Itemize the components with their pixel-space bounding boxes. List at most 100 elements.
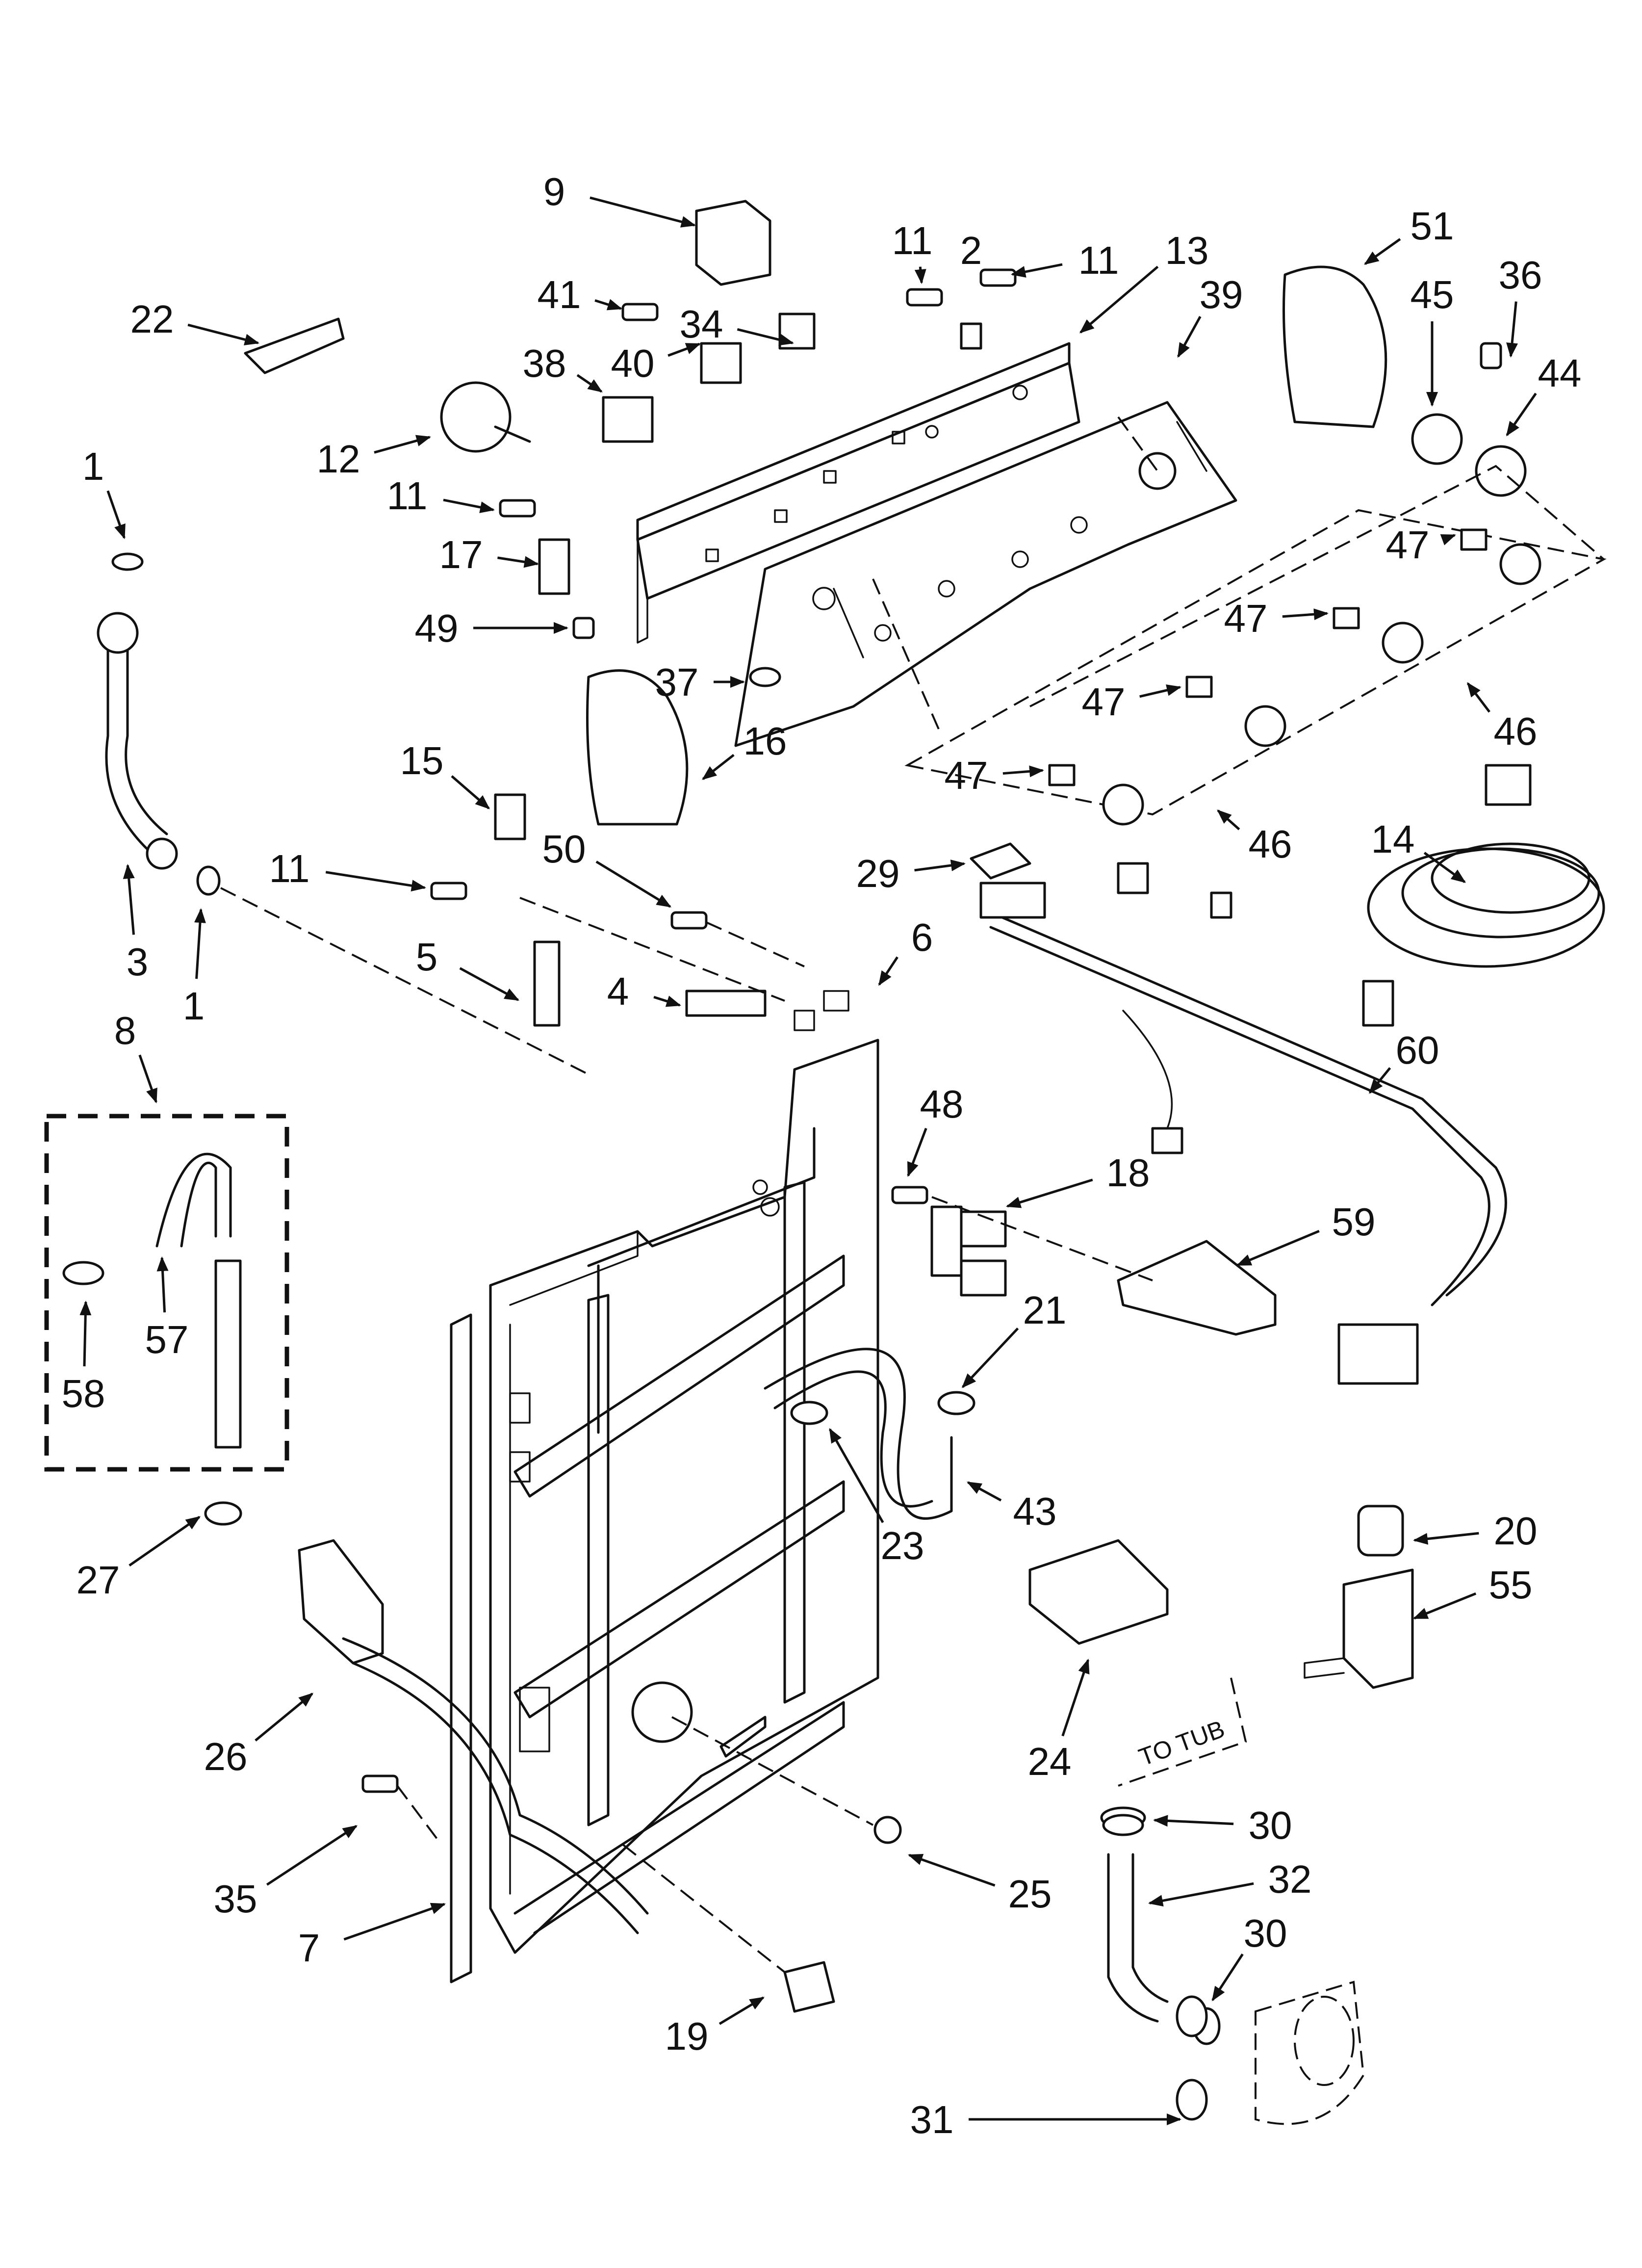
callout-37: 37	[655, 660, 745, 704]
left-end-cap	[586, 669, 689, 826]
washers	[111, 552, 221, 896]
callout-number: 18	[1106, 1151, 1150, 1195]
callout-number: 44	[1538, 351, 1582, 395]
callout-number: 47	[1224, 597, 1268, 640]
pressure-switch	[1028, 1539, 1169, 1645]
console-bar	[636, 342, 1080, 644]
callout-leader-arrow	[459, 967, 520, 1001]
bracket	[244, 317, 345, 374]
callout-number: 47	[1082, 680, 1126, 724]
callout-58: 58	[62, 1300, 105, 1415]
callout-leader-arrow	[325, 871, 427, 892]
callout-23: 23	[828, 1428, 924, 1567]
callout-38: 38	[523, 341, 603, 393]
callout-25: 25	[907, 1853, 1052, 1916]
callout-12: 12	[317, 435, 431, 481]
callout-number: 9	[543, 170, 565, 213]
callout-16: 16	[702, 719, 787, 780]
callout-30: 30	[1153, 1803, 1292, 1847]
callout-number: 1	[82, 444, 104, 488]
callout-leader-arrow	[1177, 316, 1202, 358]
callout-leader-arrow	[1139, 684, 1181, 698]
callout-number: 47	[1386, 523, 1430, 567]
callout-50: 50	[542, 827, 672, 908]
callout-number: 46	[1249, 822, 1292, 866]
callout-number: 24	[1028, 1740, 1072, 1783]
callout-13: 13	[1079, 229, 1209, 334]
callout-leader-arrow	[1005, 1178, 1093, 1208]
callout-leader-arrow	[1369, 1067, 1391, 1094]
callout-11: 11	[269, 847, 427, 892]
callout-17: 17	[439, 533, 539, 576]
callout-number: 23	[881, 1524, 924, 1567]
callout-leader-arrow	[1061, 1658, 1090, 1737]
callout-60: 60	[1369, 1028, 1439, 1094]
callout-number: 41	[538, 273, 581, 316]
drain-hose-coil	[342, 1637, 649, 1934]
callout-leader-arrow	[914, 860, 966, 872]
water-valve	[930, 1205, 1007, 1297]
callout-number: 11	[1078, 238, 1119, 282]
inlet-hose	[97, 612, 178, 870]
callout-9: 9	[543, 170, 696, 228]
callout-leader-arrow	[1002, 765, 1044, 778]
callout-leader-arrow	[451, 775, 490, 809]
callout-1: 1	[82, 444, 126, 540]
callout-31: 31	[910, 2098, 1181, 2141]
callout-leader-arrow	[1282, 608, 1329, 621]
callout-57: 57	[145, 1256, 188, 1361]
callout-leader-arrow	[1217, 809, 1240, 831]
callout-leader-arrow	[1364, 238, 1401, 265]
callout-number: 11	[269, 847, 309, 890]
callout-number: 11	[892, 219, 932, 262]
callout-number: 7	[298, 1926, 320, 1970]
callout-number: 20	[1494, 1509, 1538, 1553]
callout-40: 40	[611, 341, 701, 385]
callout-leader-arrow	[128, 1516, 201, 1567]
callout-leader-arrow	[343, 1903, 446, 1941]
callout-leader-arrow	[123, 863, 135, 935]
callout-47: 47	[1386, 523, 1456, 567]
callout-leader-arrow	[1079, 265, 1159, 334]
capacitor	[1357, 1505, 1404, 1557]
callout-43: 43	[967, 1481, 1056, 1533]
callout-leader-arrow	[1506, 392, 1537, 437]
callout-leader-arrow	[1506, 301, 1518, 358]
plug-25	[873, 1816, 902, 1844]
callout-leader-arrow	[907, 1853, 996, 1887]
callout-leader-arrow	[667, 342, 701, 357]
callout-39: 39	[1177, 273, 1243, 358]
callout-44: 44	[1506, 351, 1582, 437]
callout-leader-arrow	[595, 860, 672, 908]
callout-leader-arrow	[590, 196, 696, 228]
callout-26: 26	[204, 1693, 314, 1778]
callout-leader-arrow	[255, 1693, 314, 1742]
callout-51: 51	[1364, 204, 1454, 265]
callout-20: 20	[1412, 1509, 1538, 1553]
drain-hose-kit	[44, 1114, 289, 1472]
callout-30: 30	[1211, 1911, 1287, 2002]
callout-number: 5	[416, 935, 438, 979]
callout-number: 13	[1165, 229, 1209, 272]
control-panel	[734, 401, 1237, 747]
callout-number: 22	[130, 297, 174, 341]
callout-number: 37	[655, 660, 699, 704]
alignment-lines	[220, 416, 1247, 1973]
callout-leader-arrow	[878, 956, 898, 986]
callout-leader-arrow	[718, 1996, 765, 2025]
callout-number: 32	[1268, 1857, 1312, 1901]
callout-leader-arrow	[576, 374, 603, 393]
callout-number: 11	[386, 474, 427, 518]
inlet-tube-and-hoses	[764, 1348, 953, 1520]
callout-14: 14	[1371, 817, 1466, 883]
callout-leader-arrow	[497, 556, 539, 568]
callout-leader-arrow	[1236, 1230, 1320, 1266]
callout-35: 35	[214, 1825, 358, 1921]
callout-number: 45	[1411, 273, 1454, 316]
callout-46: 46	[1466, 682, 1537, 753]
callout-leader-arrow	[967, 1481, 1002, 1502]
callout-leader-arrow	[194, 908, 206, 979]
callout-47: 47	[945, 754, 1044, 797]
callout-24: 24	[1028, 1658, 1090, 1783]
